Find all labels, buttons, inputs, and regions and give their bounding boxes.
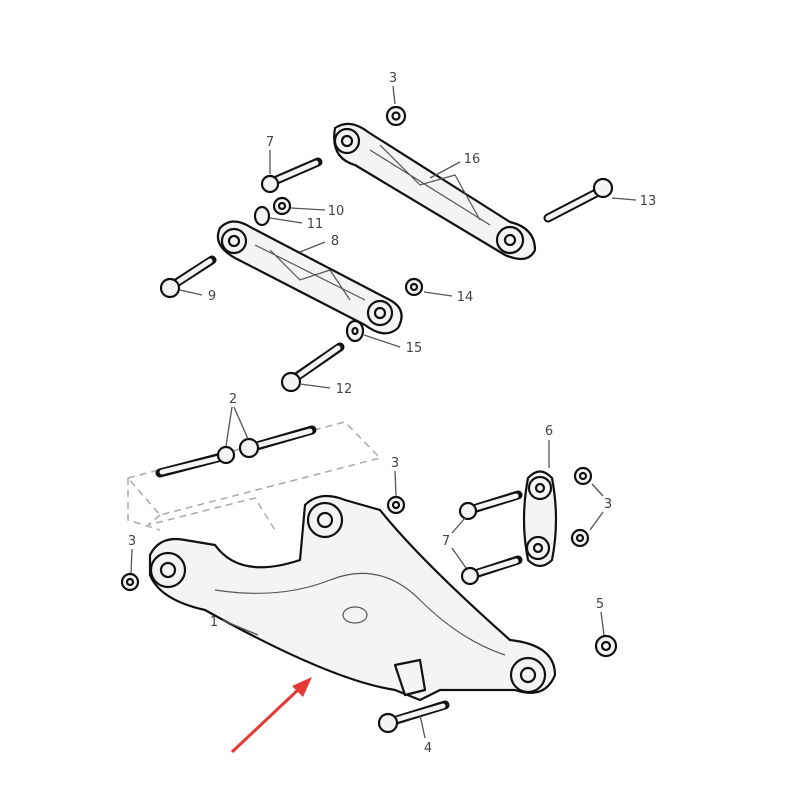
nut-14 <box>404 277 424 297</box>
callout-labels: 3 7 16 13 10 11 8 9 14 15 12 2 3 6 3 7 3… <box>128 71 656 756</box>
nut-10 <box>272 196 292 216</box>
bolt-9 <box>159 255 217 299</box>
leader-lines <box>130 85 637 739</box>
callout-8: 8 <box>331 234 339 249</box>
link-8 <box>216 220 403 335</box>
bolts-7-lower <box>458 490 523 586</box>
callout-3: 3 <box>604 497 612 512</box>
callout-2: 2 <box>229 392 237 407</box>
link-6 <box>522 470 558 568</box>
washer-11 <box>253 205 271 227</box>
callout-7: 7 <box>442 534 450 549</box>
bolt-7-top <box>260 157 323 194</box>
nuts-3 <box>120 466 593 592</box>
bolt-12 <box>280 342 345 393</box>
callout-1: 1 <box>210 615 218 630</box>
callout-16: 16 <box>464 152 481 167</box>
upper-link-16 <box>333 122 537 261</box>
callout-3: 3 <box>389 71 397 86</box>
callout-10: 10 <box>328 204 345 219</box>
callout-13: 13 <box>640 194 657 209</box>
red-arrow-indicator <box>230 677 312 754</box>
callout-11: 11 <box>307 217 324 232</box>
callout-14: 14 <box>457 290 474 305</box>
bolt-13 <box>543 177 614 223</box>
nut-3-top <box>385 105 407 127</box>
callout-3: 3 <box>391 456 399 471</box>
callout-7: 7 <box>266 135 274 150</box>
callout-3: 3 <box>128 534 136 549</box>
callout-4: 4 <box>424 741 432 756</box>
callout-6: 6 <box>545 424 553 439</box>
callout-12: 12 <box>336 382 353 397</box>
bolt-4 <box>377 700 450 734</box>
nut-5 <box>594 634 618 658</box>
washer-15 <box>345 319 365 343</box>
lower-control-arm-1 <box>148 494 557 702</box>
bolts-2 <box>155 425 317 478</box>
callout-15: 15 <box>406 341 423 356</box>
callout-9: 9 <box>208 289 216 304</box>
callout-5: 5 <box>596 597 604 612</box>
